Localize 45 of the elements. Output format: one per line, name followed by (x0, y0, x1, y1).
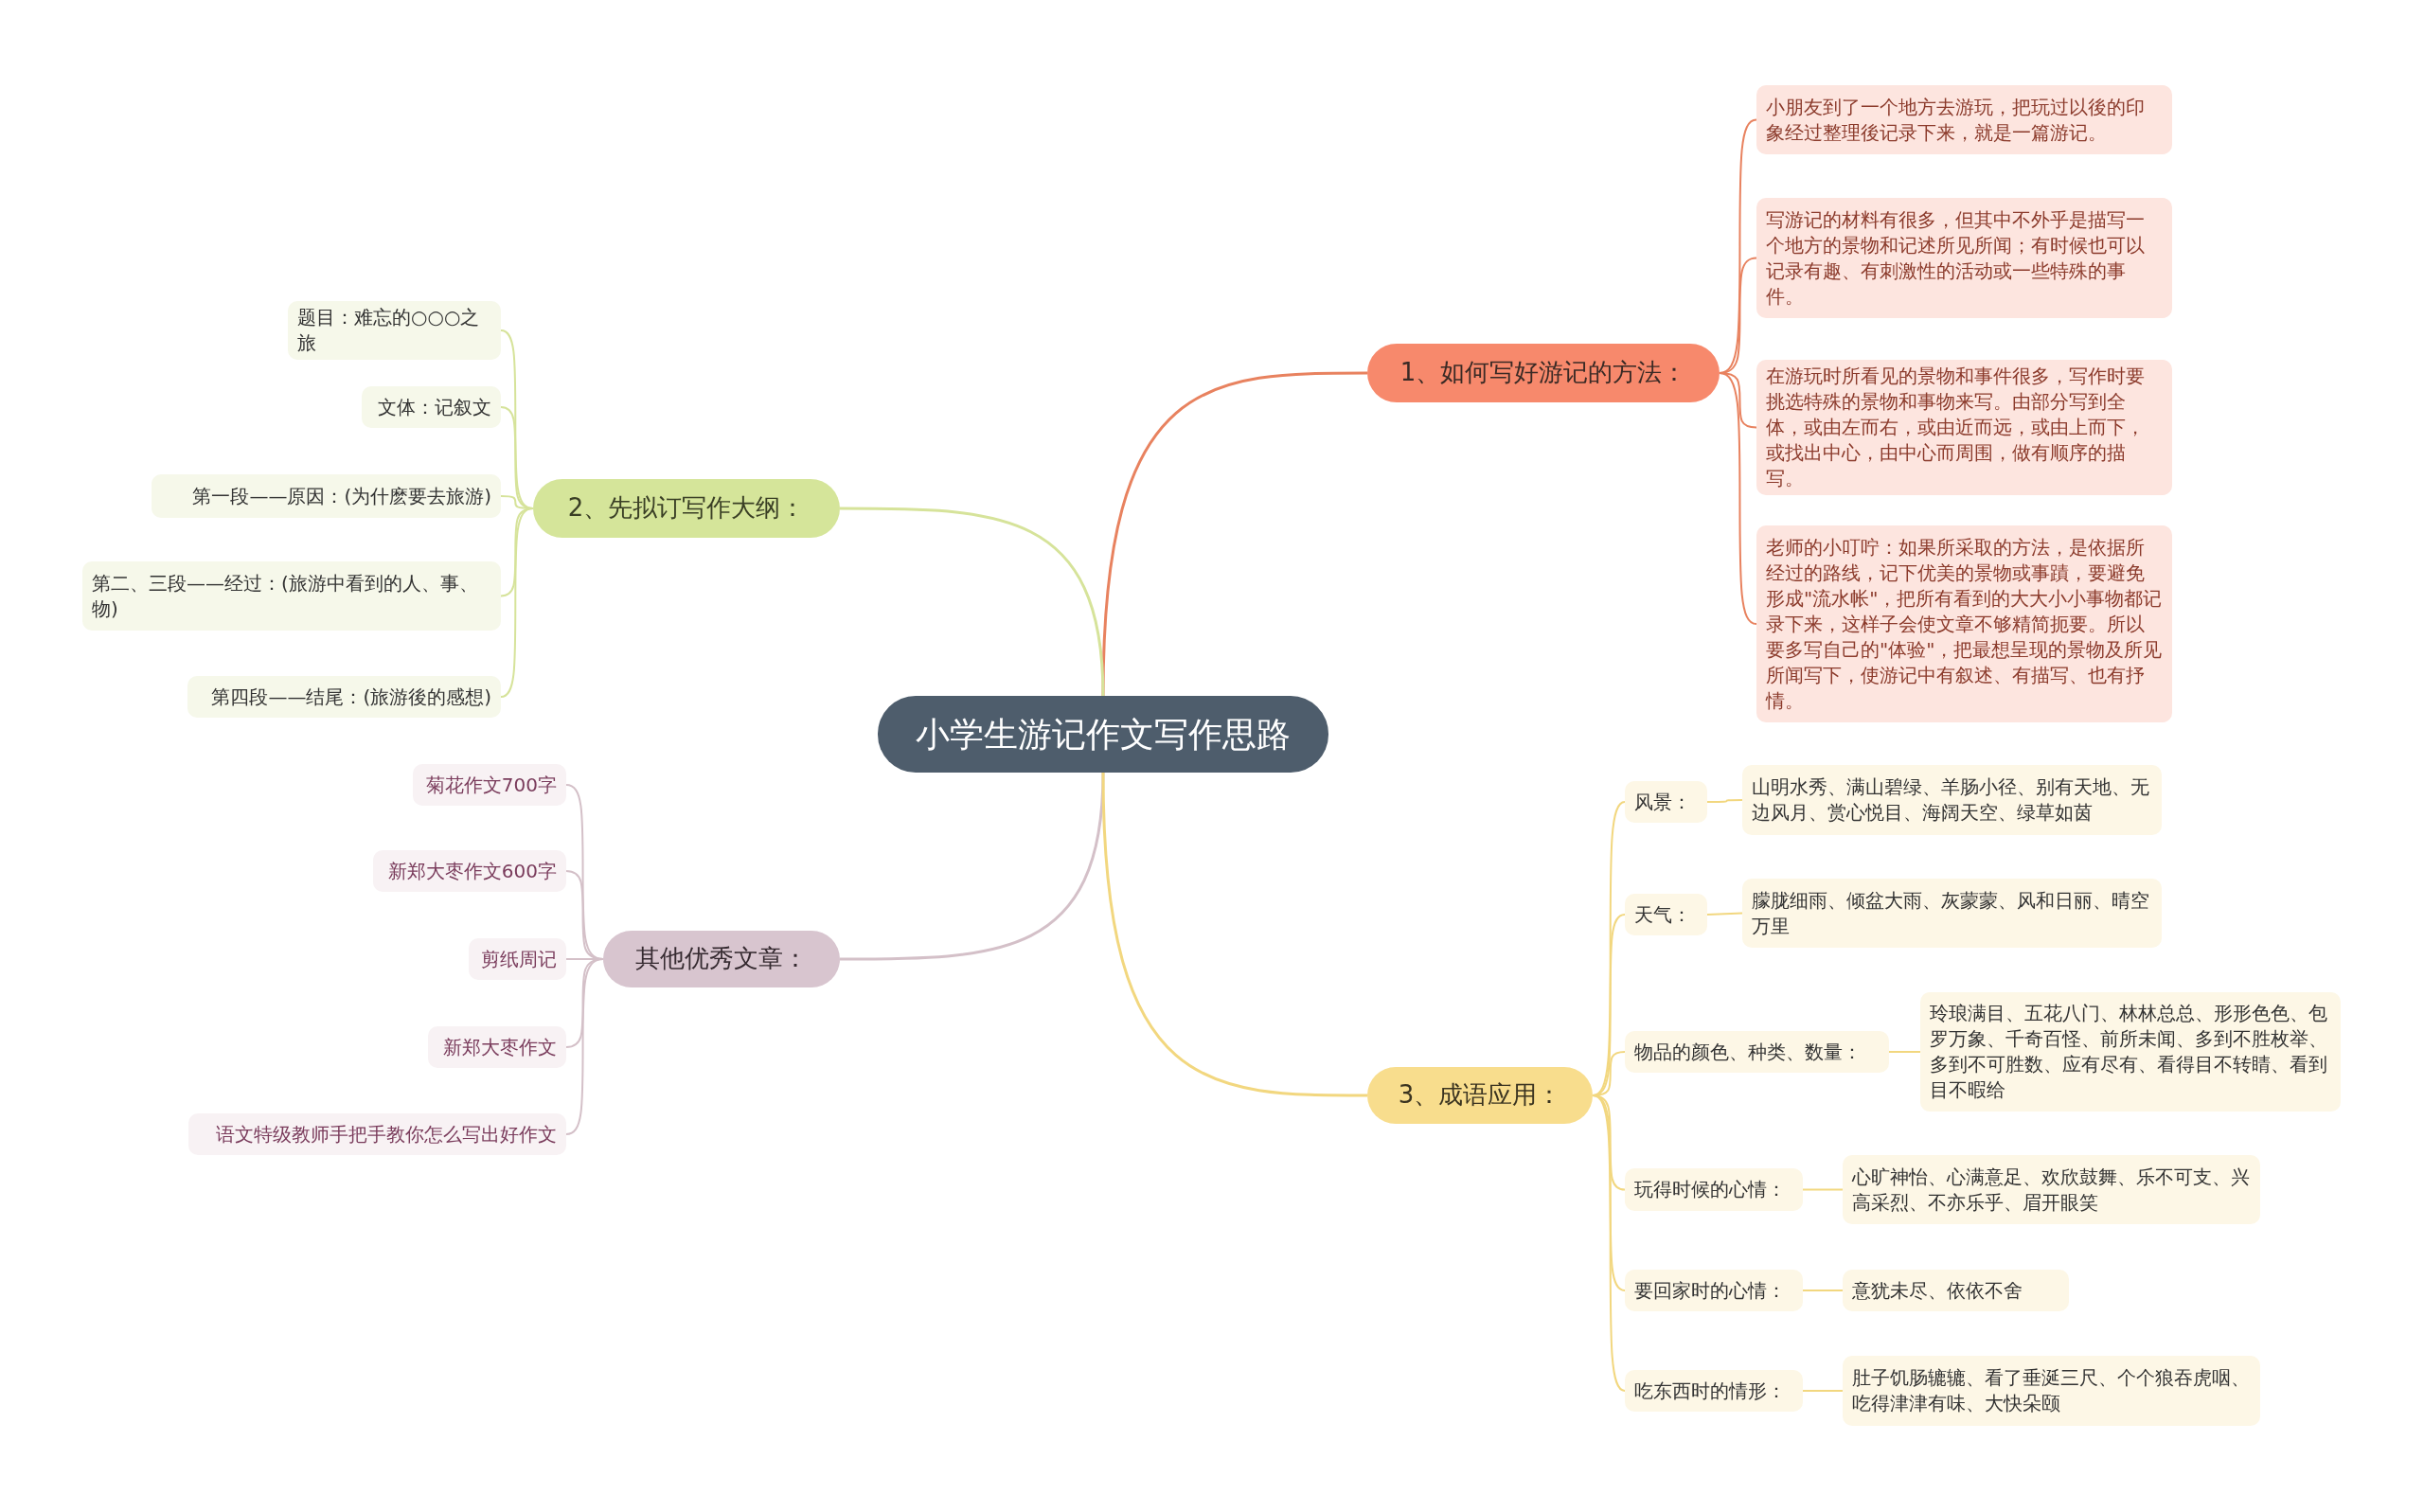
note-box: 新郑大枣作文 (428, 1026, 566, 1068)
connector (1706, 912, 1743, 916)
note-box: 语文特级教师手把手教你怎么写出好作文 (188, 1113, 566, 1155)
note-box: 题目：难忘的○○○之旅 (288, 301, 501, 360)
note-box: 老师的小叮咛：如果所采取的方法，是依据所经过的路线，记下优美的景物或事蹟，要避免形成"流水帐"，把所有看到的大大小小事物都记录下来，这样子会使文章不够精简扼要。所以要多写自己的"体验"，把最想呈现的景物及所见所闻写下，使游记中有叙述、有描写、也有抒情。 (1756, 525, 2172, 722)
note-box: 文体：记叙文 (362, 386, 501, 428)
note-box: 玲琅满目、五花八门、林林总总、形形色色、包罗万象、千奇百怪、前所未闻、多到不胜枚举、多到不可胜数、应有尽有、看得目不转睛、看到目不暇给 (1920, 992, 2341, 1112)
note-box: 要回家时的心情： (1625, 1270, 1803, 1311)
connector (1101, 772, 1367, 1097)
note-box: 菊花作文700字 (413, 764, 566, 806)
connector (1101, 371, 1367, 697)
note-box: 在游玩时所看见的景物和事件很多，写作时要挑选特殊的景物和事物来写。由部分写到全体，或由左而右，或由近而远，或由上而下，或找出中心，由中心而周围，做有顺序的描写。 (1756, 360, 2172, 495)
connector (1888, 1051, 1921, 1053)
connector (1802, 1290, 1844, 1291)
note-box: 第四段——结尾：(旅游後的感想) (187, 676, 501, 718)
connector (500, 507, 534, 698)
note-box: 肚子饥肠辘辘、看了垂涎三尺、个个狼吞虎咽、吃得津津有味、大快朵颐 (1843, 1356, 2260, 1426)
note-box: 朦胧细雨、倾盆大雨、灰蒙蒙、风和日丽、晴空万里 (1742, 879, 2162, 948)
note-box: 吃东西时的情形： (1625, 1370, 1803, 1412)
connector (840, 772, 1105, 961)
topic-box: 1、如何写好游记的方法： (1367, 344, 1720, 402)
note-box: 心旷神怡、心满意足、欢欣鼓舞、乐不可支、兴高采烈、不亦乐乎、眉开眼笑 (1843, 1155, 2260, 1224)
note-box: 小朋友到了一个地方去游玩，把玩过以後的印象经过整理後记录下来，就是一篇游记。 (1756, 85, 2172, 154)
connector (1802, 1188, 1844, 1191)
connector (1802, 1390, 1844, 1392)
topic-box: 3、成语应用： (1367, 1067, 1593, 1124)
connector (1592, 1094, 1626, 1392)
connector (1706, 799, 1743, 803)
note-box: 剪纸周记 (469, 938, 566, 980)
note-box: 第一段——原因：(为什麽要去旅游) (152, 474, 501, 518)
note-box: 风景： (1625, 781, 1707, 823)
connector (1719, 372, 1757, 625)
note-box: 玩得时候的心情： (1625, 1168, 1803, 1211)
note-box: 第二、三段——经过：(旅游中看到的人、事、物) (82, 561, 501, 631)
connector (840, 507, 1105, 697)
note-box: 写游记的材料有很多，但其中不外乎是描写一个地方的景物和记述所见所闻；有时候也可以记录有趣、有刺激性的活动或一些特殊的事件。 (1756, 198, 2172, 318)
note-box: 山明水秀、满山碧绿、羊肠小径、别有天地、无边风月、赏心悦目、海阔天空、绿草如茵 (1742, 765, 2162, 835)
note-box: 物品的颜色、种类、数量： (1625, 1031, 1889, 1073)
topic-box: 2、先拟订写作大纲： (533, 479, 840, 538)
connector (565, 958, 604, 1135)
central-topic: 小学生游记作文写作思路 (878, 696, 1328, 773)
topic-box: 其他优秀文章： (603, 931, 840, 987)
note-box: 天气： (1625, 894, 1707, 935)
note-box: 新郑大枣作文600字 (373, 850, 566, 892)
note-box: 意犹未尽、依依不舍 (1843, 1270, 2069, 1311)
